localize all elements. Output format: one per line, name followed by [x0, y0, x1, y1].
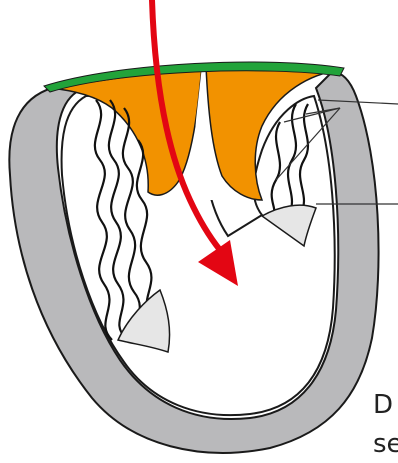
- caption-line-1: D: [373, 392, 393, 418]
- caption-line-2: se: [373, 431, 398, 457]
